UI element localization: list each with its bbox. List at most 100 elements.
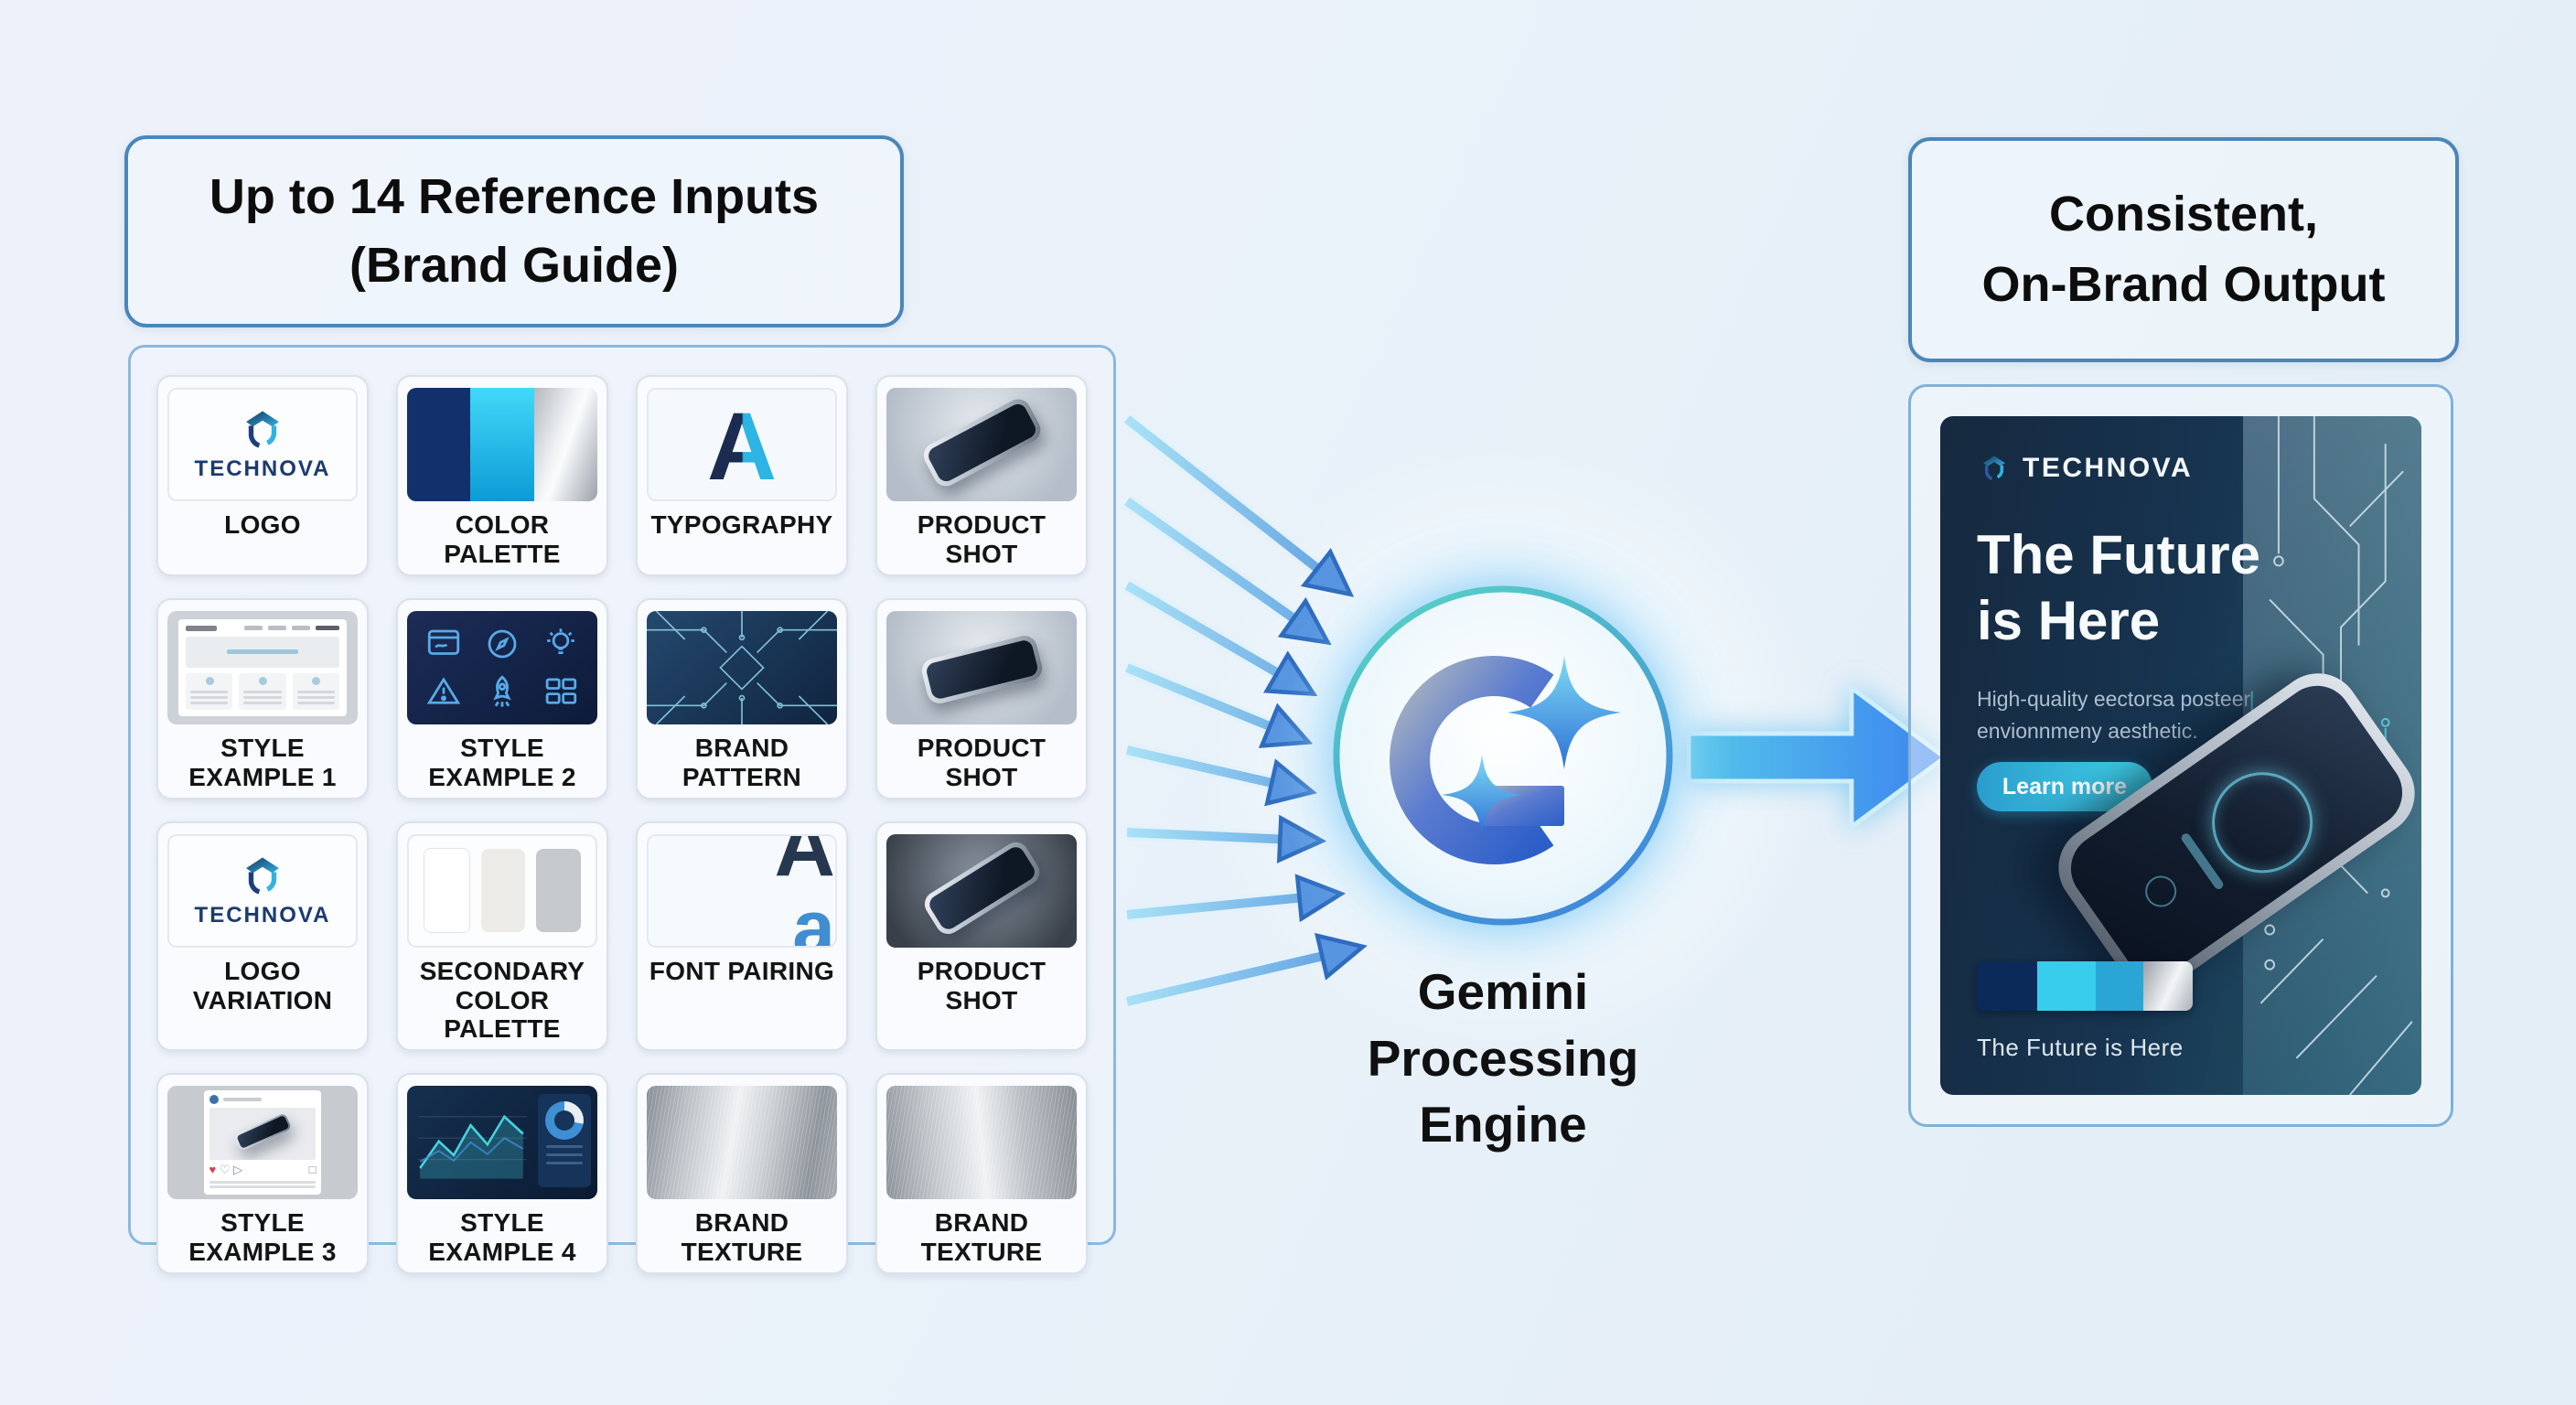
product-shot-thumbnail <box>886 833 1077 948</box>
font-pairing-thumbnail: A a <box>647 833 837 948</box>
technova-icon <box>246 857 279 895</box>
sparkle-icon-large <box>1508 656 1621 769</box>
tile-label: FONT PAIRING <box>649 956 835 985</box>
output-poster: TECHNOVA The Future is Here High-quality… <box>1940 416 2421 1095</box>
gemini-logo <box>1333 585 1673 926</box>
secondary-palette-thumbnail <box>407 833 597 948</box>
tile-label: SECONDARY COLOR PALETTE <box>419 956 585 1044</box>
output-panel: TECHNOVA The Future is Here High-quality… <box>1908 384 2453 1127</box>
cyan-swatch <box>470 388 534 501</box>
circuit-pattern-thumbnail <box>647 610 837 724</box>
tile-label: STYLE EXAMPLE 2 <box>428 733 576 791</box>
gray-chip <box>536 849 582 933</box>
letter-A-glyph: A <box>707 395 777 494</box>
input-title: Up to 14 Reference Inputs (Brand Guide) <box>124 135 904 327</box>
reference-inputs-panel: TECHNOVA LOGO COLOR PALETTE A TYPOGRAPHY <box>128 345 1116 1275</box>
wireframe-thumbnail <box>167 610 358 724</box>
database-icon <box>545 678 577 704</box>
technova-logo-thumbnail: TECHNOVA <box>167 833 358 948</box>
tile-product-shot-1: PRODUCT SHOT <box>875 375 1088 576</box>
metal-texture-thumbnail <box>647 1086 837 1200</box>
sparkle-icon-small <box>1442 755 1522 835</box>
poster-caption: The Future is Here <box>1977 1034 2184 1061</box>
silver-swatch <box>533 388 597 501</box>
device-image <box>918 394 1045 490</box>
social-post-thumbnail: ♥ ♡ ▷□ <box>167 1086 358 1200</box>
tile-product-shot-2: PRODUCT SHOT <box>875 597 1088 799</box>
tile-label: PRODUCT SHOT <box>917 956 1046 1014</box>
tile-label: BRAND TEXTURE <box>920 1208 1043 1267</box>
navy-swatch <box>407 388 471 501</box>
tile-label: COLOR PALETTE <box>444 510 561 568</box>
poster-headline: The Future is Here <box>1977 524 2260 651</box>
tile-brand-texture-1: BRAND TEXTURE <box>636 1073 848 1275</box>
dashboard-side-panel <box>537 1094 591 1188</box>
tile-secondary-palette: SECONDARY COLOR PALETTE <box>396 820 608 1052</box>
engine-label: Gemini Processing Engine <box>1367 963 1639 1153</box>
device-image <box>919 837 1044 939</box>
tile-style-example-1: STYLE EXAMPLE 1 <box>156 597 369 799</box>
tile-logo-variation: TECHNOVA LOGO VARIATION <box>156 820 369 1052</box>
metal-texture-thumbnail <box>886 1086 1077 1200</box>
tile-brand-texture-2: BRAND TEXTURE <box>875 1073 1088 1275</box>
product-shot-thumbnail <box>886 610 1077 724</box>
tile-style-example-4: STYLE EXAMPLE 4 <box>396 1073 608 1275</box>
tile-label: LOGO VARIATION <box>192 956 333 1014</box>
silver-swatch <box>2142 961 2193 1011</box>
poster-brand-row: TECHNOVA <box>1977 453 2193 484</box>
tile-label: TYPOGRAPHY <box>650 510 833 539</box>
tile-label: LOGO <box>224 510 301 539</box>
gemini-engine-node <box>1325 577 1681 934</box>
line-chart <box>418 1115 527 1180</box>
compass-icon <box>488 629 517 659</box>
browser-window-icon <box>427 629 460 655</box>
white-chip <box>423 848 470 934</box>
navy-swatch <box>1977 961 2038 1011</box>
tile-style-example-2: STYLE EXAMPLE 2 <box>396 597 608 799</box>
technova-wordmark: TECHNOVA <box>194 902 331 928</box>
tile-label: PRODUCT SHOT <box>917 510 1046 568</box>
lightbulb-icon <box>547 628 574 654</box>
technova-logo-thumbnail: TECHNOVA <box>167 388 358 501</box>
tile-label: STYLE EXAMPLE 4 <box>428 1208 576 1267</box>
tile-label: STYLE EXAMPLE 1 <box>188 733 337 791</box>
product-shot-thumbnail <box>886 388 1077 501</box>
tile-label: BRAND PATTERN <box>682 733 802 791</box>
technova-icon <box>1983 456 2005 480</box>
tile-label: PRODUCT SHOT <box>917 733 1046 791</box>
cream-chip <box>480 849 526 933</box>
secondary-font-glyph: a <box>792 885 835 948</box>
tile-color-palette: COLOR PALETTE <box>396 375 608 576</box>
dashboard-thumbnail <box>407 1086 597 1200</box>
tile-style-example-3: ♥ ♡ ▷□ STYLE EXAMPLE 3 <box>156 1073 369 1275</box>
tile-font-pairing: A a FONT PAIRING <box>636 820 848 1052</box>
warning-icon <box>426 677 461 704</box>
avatar <box>209 1095 219 1105</box>
cyan-swatch <box>2037 961 2096 1011</box>
circuit-lines <box>647 610 837 724</box>
heart-icon: ♥ <box>209 1163 217 1177</box>
tile-logo: TECHNOVA LOGO <box>156 375 369 576</box>
blue-swatch <box>2095 961 2143 1011</box>
donut-chart <box>544 1101 584 1141</box>
tile-typography: A TYPOGRAPHY <box>636 375 848 576</box>
tile-product-shot-3: PRODUCT SHOT <box>875 820 1088 1052</box>
technova-icon <box>246 411 279 448</box>
primary-font-glyph: A <box>774 833 835 894</box>
poster-brand-wordmark: TECHNOVA <box>2023 453 2194 483</box>
output-title: Consistent, On-Brand Output <box>1908 137 2459 362</box>
icon-set-thumbnail <box>407 610 597 724</box>
device-image <box>233 1112 292 1153</box>
rocket-icon <box>493 675 511 707</box>
color-palette-thumbnail <box>407 388 597 501</box>
device-image <box>918 633 1045 706</box>
typography-thumbnail: A <box>647 388 837 501</box>
poster-subtext: High-quality eectorsa posteer envionnmen… <box>1977 687 2251 743</box>
tile-brand-pattern: BRAND PATTERN <box>636 597 848 799</box>
technova-wordmark: TECHNOVA <box>194 456 331 481</box>
poster-color-swatches <box>1977 961 2193 1011</box>
svg-text:A: A <box>707 395 777 494</box>
bookmark-icon: □ <box>308 1163 317 1177</box>
tile-label: STYLE EXAMPLE 3 <box>188 1208 337 1267</box>
